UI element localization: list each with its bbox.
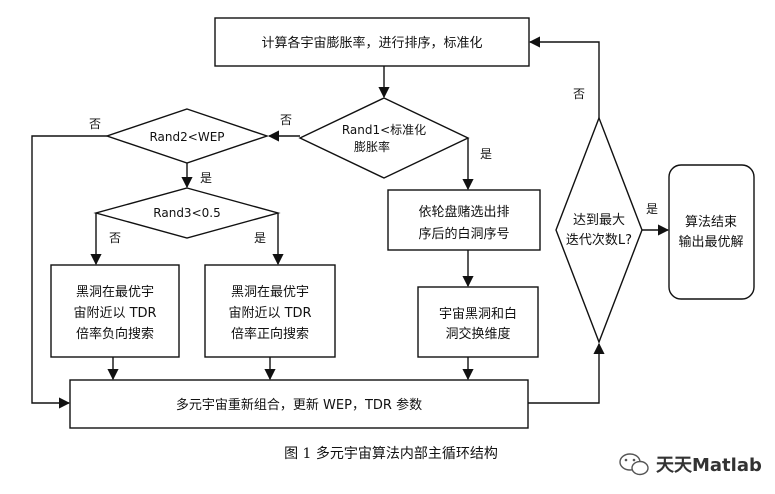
rand1-label-line2: 膨胀率 [354,139,390,154]
maxiter-label-line1: 达到最大 [573,213,625,228]
rand1-label-line1: Rand1<标准化 [342,123,426,137]
rand1-no-label: 否 [280,113,292,127]
exchange-dimension-box [417,286,539,358]
rand3-no-label: 否 [109,231,121,245]
negative-label-line3: 倍率负向搜索 [76,326,154,342]
negative-search-box [50,264,180,358]
maxiter-label-line2: 迭代次数L? [566,232,632,248]
exchange-label-line2: 洞交换维度 [445,326,510,342]
exchange-label-line1: 宇宙黑洞和白 [439,306,517,322]
negative-label-line2: 宙附近以 TDR [73,306,156,321]
positive-search-box [204,264,336,358]
positive-label-line3: 倍率正向搜索 [231,326,309,342]
end-box [668,164,755,300]
compute-expansion-box [214,17,530,67]
rand2-label: Rand2<WEP [149,130,224,144]
end-label-line1: 算法结束 [685,215,737,230]
figure-caption: 图 1 多元宇宙算法内部主循环结构 [284,445,498,462]
wechat-icon [619,453,649,476]
rand3-label: Rand3<0.5 [153,206,220,220]
negative-label-line1: 黑洞在最优宇 [76,285,154,300]
recombine-label: 多元宇宙重新组合，更新 WEP，TDR 参数 [176,397,422,413]
positive-label-line2: 宙附近以 TDR [228,306,311,321]
end-label-line2: 输出最优解 [678,234,743,250]
maxiter-no-label: 否 [573,87,585,101]
compute-expansion-label: 计算各宇宙膨胀率，进行排序，标准化 [261,35,482,51]
roulette-label-line2: 序后的白洞序号 [418,226,509,242]
recombine-box [69,379,529,429]
arrow-recombine-to-maxiter [528,342,605,404]
rand1-yes-label: 是 [480,147,492,161]
maxiter-yes-label: 是 [646,202,658,216]
rand3-yes-label: 是 [254,231,266,245]
rand2-no-label: 否 [89,117,101,131]
roulette-label-line1: 依轮盘赌选出排 [418,204,509,220]
watermark-text: 天天Matlab [656,455,762,476]
positive-label-line1: 黑洞在最优宇 [231,285,309,300]
max-iter-decision [555,116,643,344]
rand2-yes-label: 是 [200,171,212,185]
rand3-decision [93,187,281,239]
rand1-decision [298,97,470,179]
arrow-rand2-no [31,135,107,409]
arrow-maxiter-no [528,36,600,118]
